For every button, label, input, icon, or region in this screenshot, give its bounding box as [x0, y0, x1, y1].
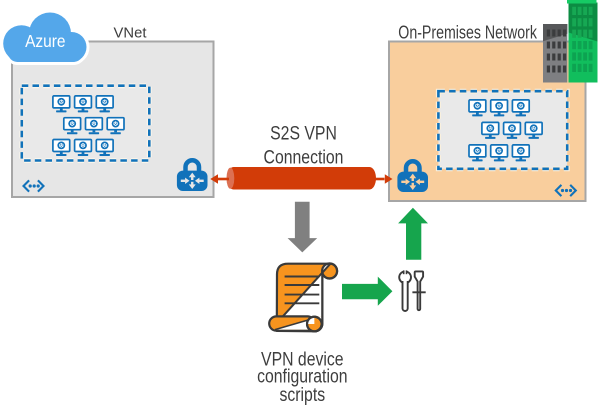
svg-text:configuration: configuration [257, 365, 347, 387]
svg-text:VNet: VNet [114, 26, 147, 42]
svg-text:scripts: scripts [279, 384, 325, 406]
svg-text:S2S VPN: S2S VPN [270, 122, 337, 144]
svg-text:VPN device: VPN device [261, 348, 344, 370]
svg-text:On-Premises Network: On-Premises Network [398, 23, 537, 43]
svg-text:Connection: Connection [264, 146, 344, 168]
svg-text:Azure: Azure [25, 32, 65, 51]
